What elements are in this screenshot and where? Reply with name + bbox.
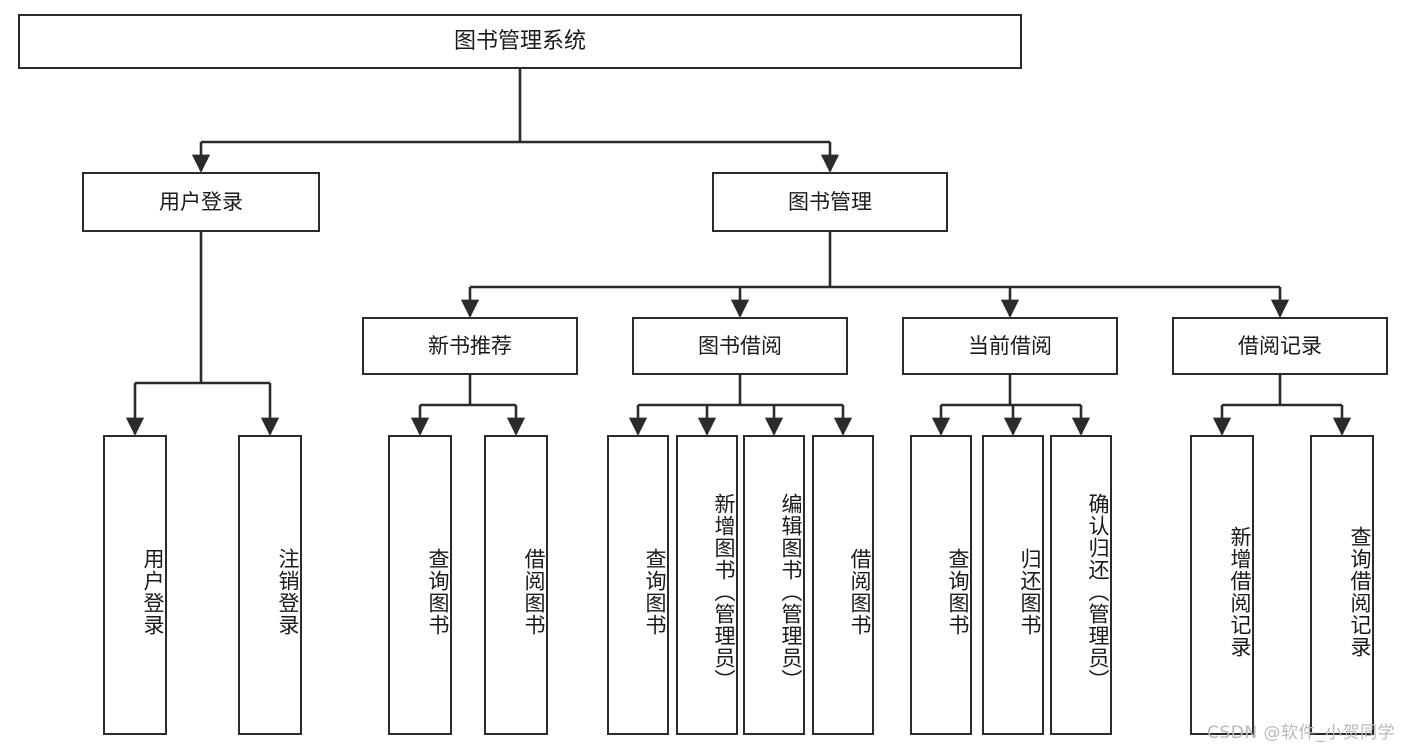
node-new-book-recommend-label: 新书推荐	[428, 333, 512, 358]
node-user-login-module[interactable]: 用户登录	[82, 172, 320, 232]
node-leaf-query-borrow-record[interactable]: 查询借阅记录	[1310, 435, 1374, 735]
node-leaf-user-logout[interactable]: 注销登录	[238, 435, 302, 735]
node-book-management-module[interactable]: 图书管理	[712, 172, 948, 232]
node-root[interactable]: 图书管理系统	[18, 14, 1022, 69]
node-leaf-borrow-query-book-label: 查询图书	[643, 548, 667, 636]
node-leaf-edit-book-admin[interactable]: 编辑图书（管理员）	[743, 435, 805, 735]
node-leaf-add-book-admin[interactable]: 新增图书（管理员）	[676, 435, 738, 735]
node-leaf-edit-book-admin-label: 编辑图书（管理员）	[779, 493, 803, 691]
node-leaf-query-borrow-record-label: 查询借阅记录	[1348, 526, 1372, 658]
node-leaf-new-query-book[interactable]: 查询图书	[388, 435, 452, 735]
node-leaf-new-query-book-label: 查询图书	[426, 548, 450, 636]
node-leaf-user-login-label: 用户登录	[141, 548, 165, 636]
node-leaf-confirm-return-admin[interactable]: 确认归还（管理员）	[1050, 435, 1112, 735]
node-leaf-current-query-book[interactable]: 查询图书	[910, 435, 972, 735]
node-new-book-recommend[interactable]: 新书推荐	[362, 317, 578, 375]
node-leaf-borrow-query-book[interactable]: 查询图书	[607, 435, 669, 735]
node-leaf-lend-book-label: 借阅图书	[848, 548, 872, 636]
node-borrow-record-label: 借阅记录	[1238, 333, 1322, 358]
node-root-label: 图书管理系统	[453, 28, 586, 54]
node-current-borrow[interactable]: 当前借阅	[902, 317, 1118, 375]
node-leaf-confirm-return-admin-label: 确认归还（管理员）	[1086, 493, 1110, 691]
node-leaf-user-logout-label: 注销登录	[276, 548, 300, 636]
node-leaf-add-borrow-record-label: 新增借阅记录	[1228, 526, 1252, 658]
node-leaf-lend-book[interactable]: 借阅图书	[812, 435, 874, 735]
node-user-login-module-label: 用户登录	[159, 189, 243, 214]
node-leaf-return-book-label: 归还图书	[1018, 548, 1042, 636]
node-leaf-new-borrow-book-label: 借阅图书	[522, 548, 546, 636]
node-book-borrow-label: 图书借阅	[698, 333, 782, 358]
node-leaf-add-borrow-record[interactable]: 新增借阅记录	[1190, 435, 1254, 735]
node-book-borrow[interactable]: 图书借阅	[632, 317, 848, 375]
node-leaf-new-borrow-book[interactable]: 借阅图书	[484, 435, 548, 735]
watermark: CSDN @软件_小贺同学	[1207, 723, 1395, 743]
node-book-management-module-label: 图书管理	[788, 189, 872, 214]
node-leaf-user-login[interactable]: 用户登录	[103, 435, 167, 735]
node-leaf-add-book-admin-label: 新增图书（管理员）	[712, 493, 736, 691]
node-leaf-current-query-book-label: 查询图书	[946, 548, 970, 636]
node-leaf-return-book[interactable]: 归还图书	[982, 435, 1044, 735]
node-borrow-record[interactable]: 借阅记录	[1172, 317, 1388, 375]
node-current-borrow-label: 当前借阅	[968, 333, 1052, 358]
